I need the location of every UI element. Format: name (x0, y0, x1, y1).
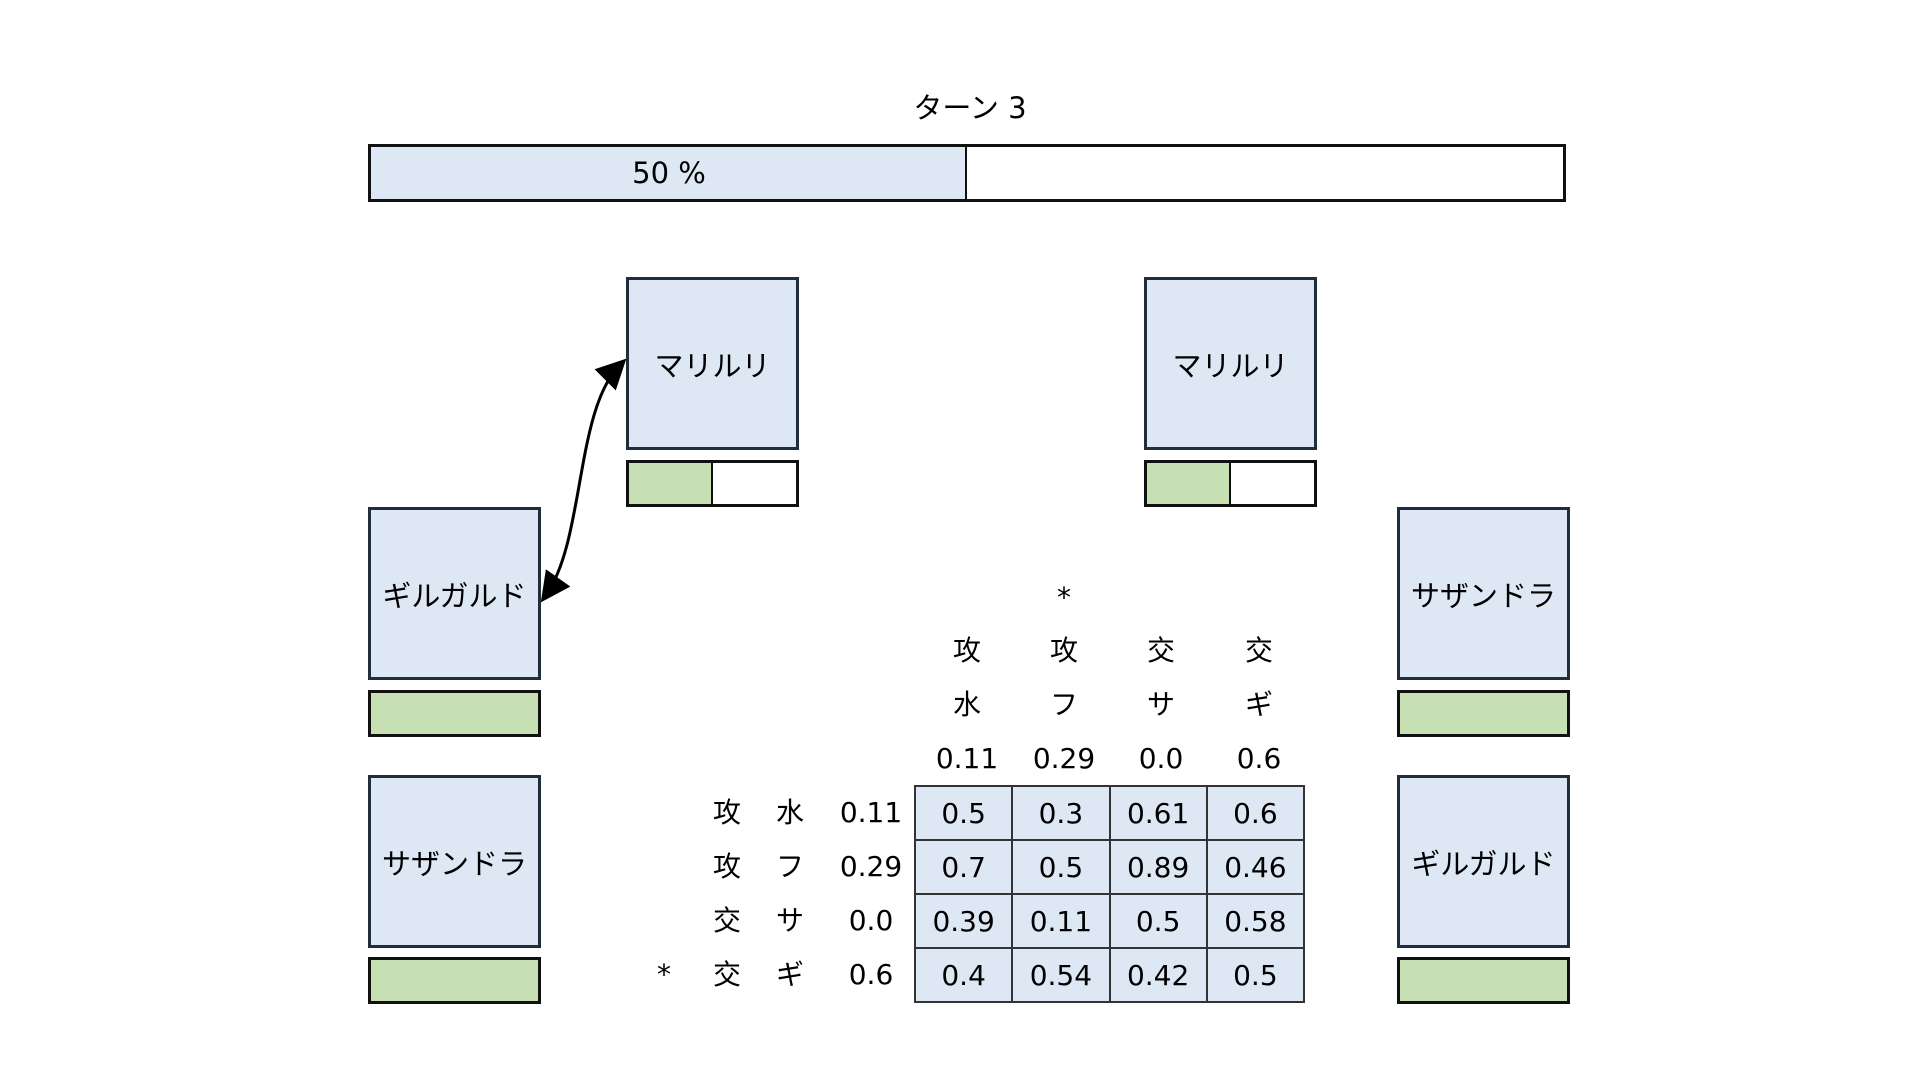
matrix-cell: 0.61 (1108, 785, 1208, 841)
hp-fill (371, 693, 538, 734)
matrix-row: 0.5 0.3 0.61 0.6 (913, 785, 1306, 841)
row-probability: 0.29 (839, 850, 903, 883)
left-hp-bar-1 (368, 690, 541, 737)
right-pokemon-card-2[interactable]: ギルガルド (1397, 775, 1570, 948)
right-pokemon-card-1[interactable]: サザンドラ (1397, 507, 1570, 680)
column-target: ギ (1244, 688, 1273, 721)
hp-fill (1400, 693, 1567, 734)
row-probability: 0.0 (848, 904, 894, 937)
left-pokemon-card-1[interactable]: ギルガルド (368, 507, 541, 680)
matrix-cell: 0.89 (1108, 839, 1208, 895)
matrix-cell: 0.54 (1011, 947, 1111, 1003)
row-probability: 0.6 (848, 958, 894, 991)
turn-title: ターン 3 (913, 91, 1027, 125)
matrix-row: 0.39 0.11 0.5 0.58 (913, 893, 1306, 949)
hp-fill (1400, 960, 1567, 1001)
pokemon-name: ギルガルド (1411, 846, 1556, 881)
progress-label: 50 % (632, 156, 706, 190)
pokemon-name: マリルリ (1172, 348, 1289, 383)
progress-fill (371, 147, 967, 199)
matrix-cell: 0.5 (1011, 839, 1111, 895)
column-probability: 0.11 (935, 742, 999, 775)
pokemon-name: マリルリ (654, 348, 771, 383)
matrix-cell: 0.3 (1011, 785, 1111, 841)
row-action: 攻 (712, 850, 741, 883)
pokemon-name: サザンドラ (1410, 578, 1556, 613)
turn-progress-bar: 50 % (368, 144, 1566, 202)
matrix-cell: 0.5 (1205, 947, 1306, 1003)
payoff-matrix: 0.5 0.3 0.61 0.6 0.7 0.5 0.89 0.46 0.39 … (913, 785, 1306, 1003)
row-target: フ (775, 850, 804, 883)
row-target: ギ (775, 958, 804, 991)
matrix-cell: 0.4 (913, 947, 1014, 1003)
column-marker: * (1057, 581, 1071, 614)
top-left-pokemon-card[interactable]: マリルリ (626, 277, 799, 450)
matrix-row: 0.7 0.5 0.89 0.46 (913, 839, 1306, 895)
row-target: サ (775, 904, 804, 937)
matrix-cell: 0.5 (913, 785, 1014, 841)
left-pokemon-card-2[interactable]: サザンドラ (368, 775, 541, 948)
matrix-cell: 0.58 (1205, 893, 1306, 949)
top-right-pokemon-card[interactable]: マリルリ (1144, 277, 1317, 450)
row-action: 攻 (712, 796, 741, 829)
matrix-cell: 0.39 (913, 893, 1014, 949)
column-action: 攻 (1049, 634, 1078, 667)
column-probability: 0.6 (1236, 742, 1282, 775)
matrix-cell: 0.42 (1108, 947, 1208, 1003)
column-probability: 0.29 (1032, 742, 1096, 775)
row-target: 水 (775, 796, 804, 829)
matrix-cell: 0.7 (913, 839, 1014, 895)
matrix-cell: 0.46 (1205, 839, 1306, 895)
top-right-hp-bar (1144, 460, 1317, 507)
matrix-row: 0.4 0.54 0.42 0.5 (913, 947, 1306, 1003)
top-left-hp-bar (626, 460, 799, 507)
column-action: 交 (1146, 634, 1175, 667)
row-probability: 0.11 (839, 796, 903, 829)
pokemon-name: ギルガルド (382, 578, 527, 613)
row-marker: * (657, 958, 671, 991)
column-target: 水 (952, 688, 981, 721)
column-action: 交 (1244, 634, 1273, 667)
matrix-cell: 0.5 (1108, 893, 1208, 949)
left-hp-bar-2 (368, 957, 541, 1004)
row-action: 交 (712, 904, 741, 937)
hp-fill (629, 463, 713, 504)
right-hp-bar-2 (1397, 957, 1570, 1004)
column-action: 攻 (952, 634, 981, 667)
column-probability: 0.0 (1138, 742, 1184, 775)
row-action: 交 (712, 958, 741, 991)
right-hp-bar-1 (1397, 690, 1570, 737)
column-target: フ (1049, 688, 1078, 721)
matrix-cell: 0.11 (1011, 893, 1111, 949)
column-target: サ (1146, 688, 1175, 721)
pokemon-name: サザンドラ (381, 846, 527, 881)
hp-fill (1147, 463, 1231, 504)
hp-fill (371, 960, 538, 1001)
matrix-cell: 0.6 (1205, 785, 1306, 841)
